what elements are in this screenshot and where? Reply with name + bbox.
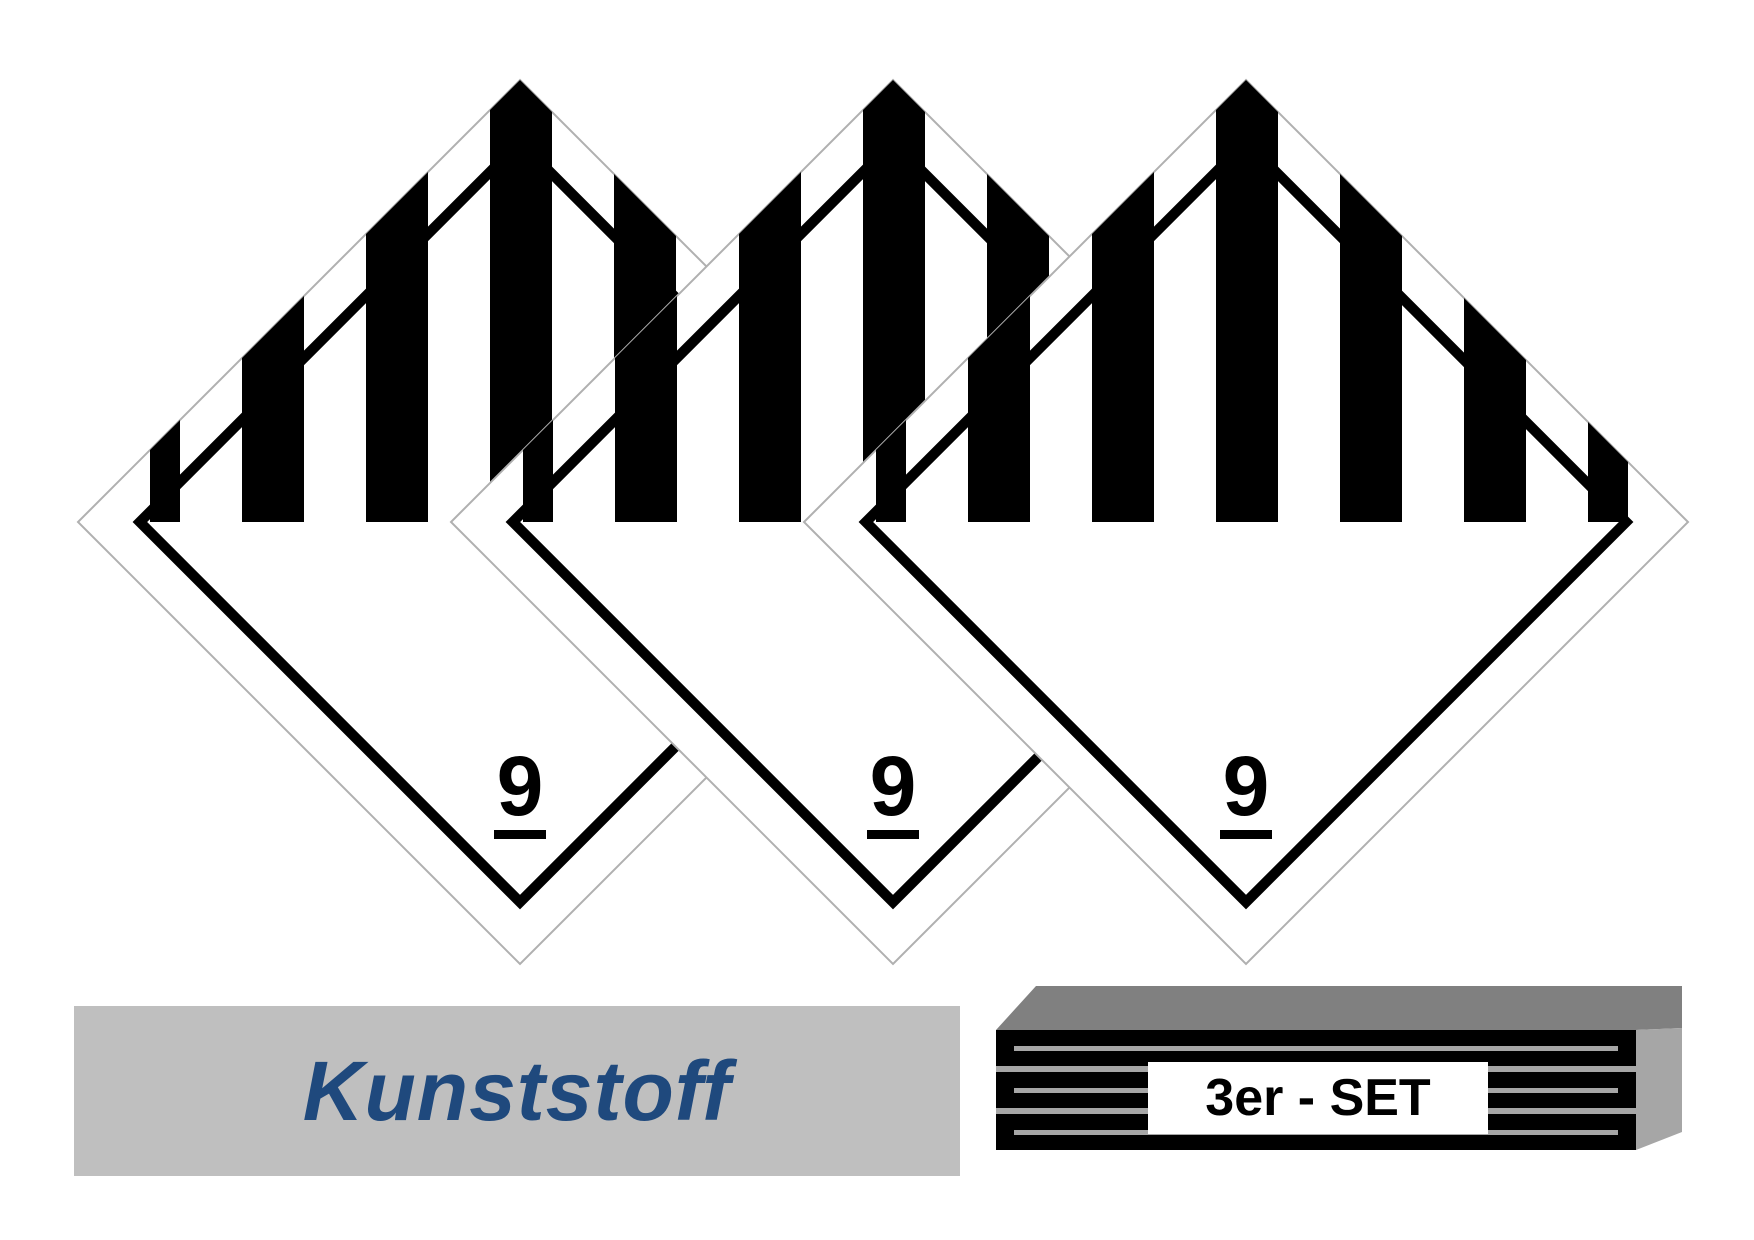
class-number-underline-1 — [494, 830, 546, 839]
class-number-1: 9 — [497, 739, 544, 833]
class-number-underline-2 — [867, 830, 919, 839]
set-label: 3er - SET — [1205, 1069, 1431, 1127]
material-banner: Kunststoff — [74, 1006, 960, 1176]
class-number-underline-3 — [1220, 830, 1272, 839]
material-label: Kunststoff — [302, 1043, 732, 1138]
hazard-signs-group: 9 9 9 — [76, 78, 1690, 966]
class-number-2: 9 — [870, 739, 917, 833]
class-number-3: 9 — [1223, 739, 1270, 833]
set-badge: 3er - SET — [1148, 1062, 1488, 1134]
